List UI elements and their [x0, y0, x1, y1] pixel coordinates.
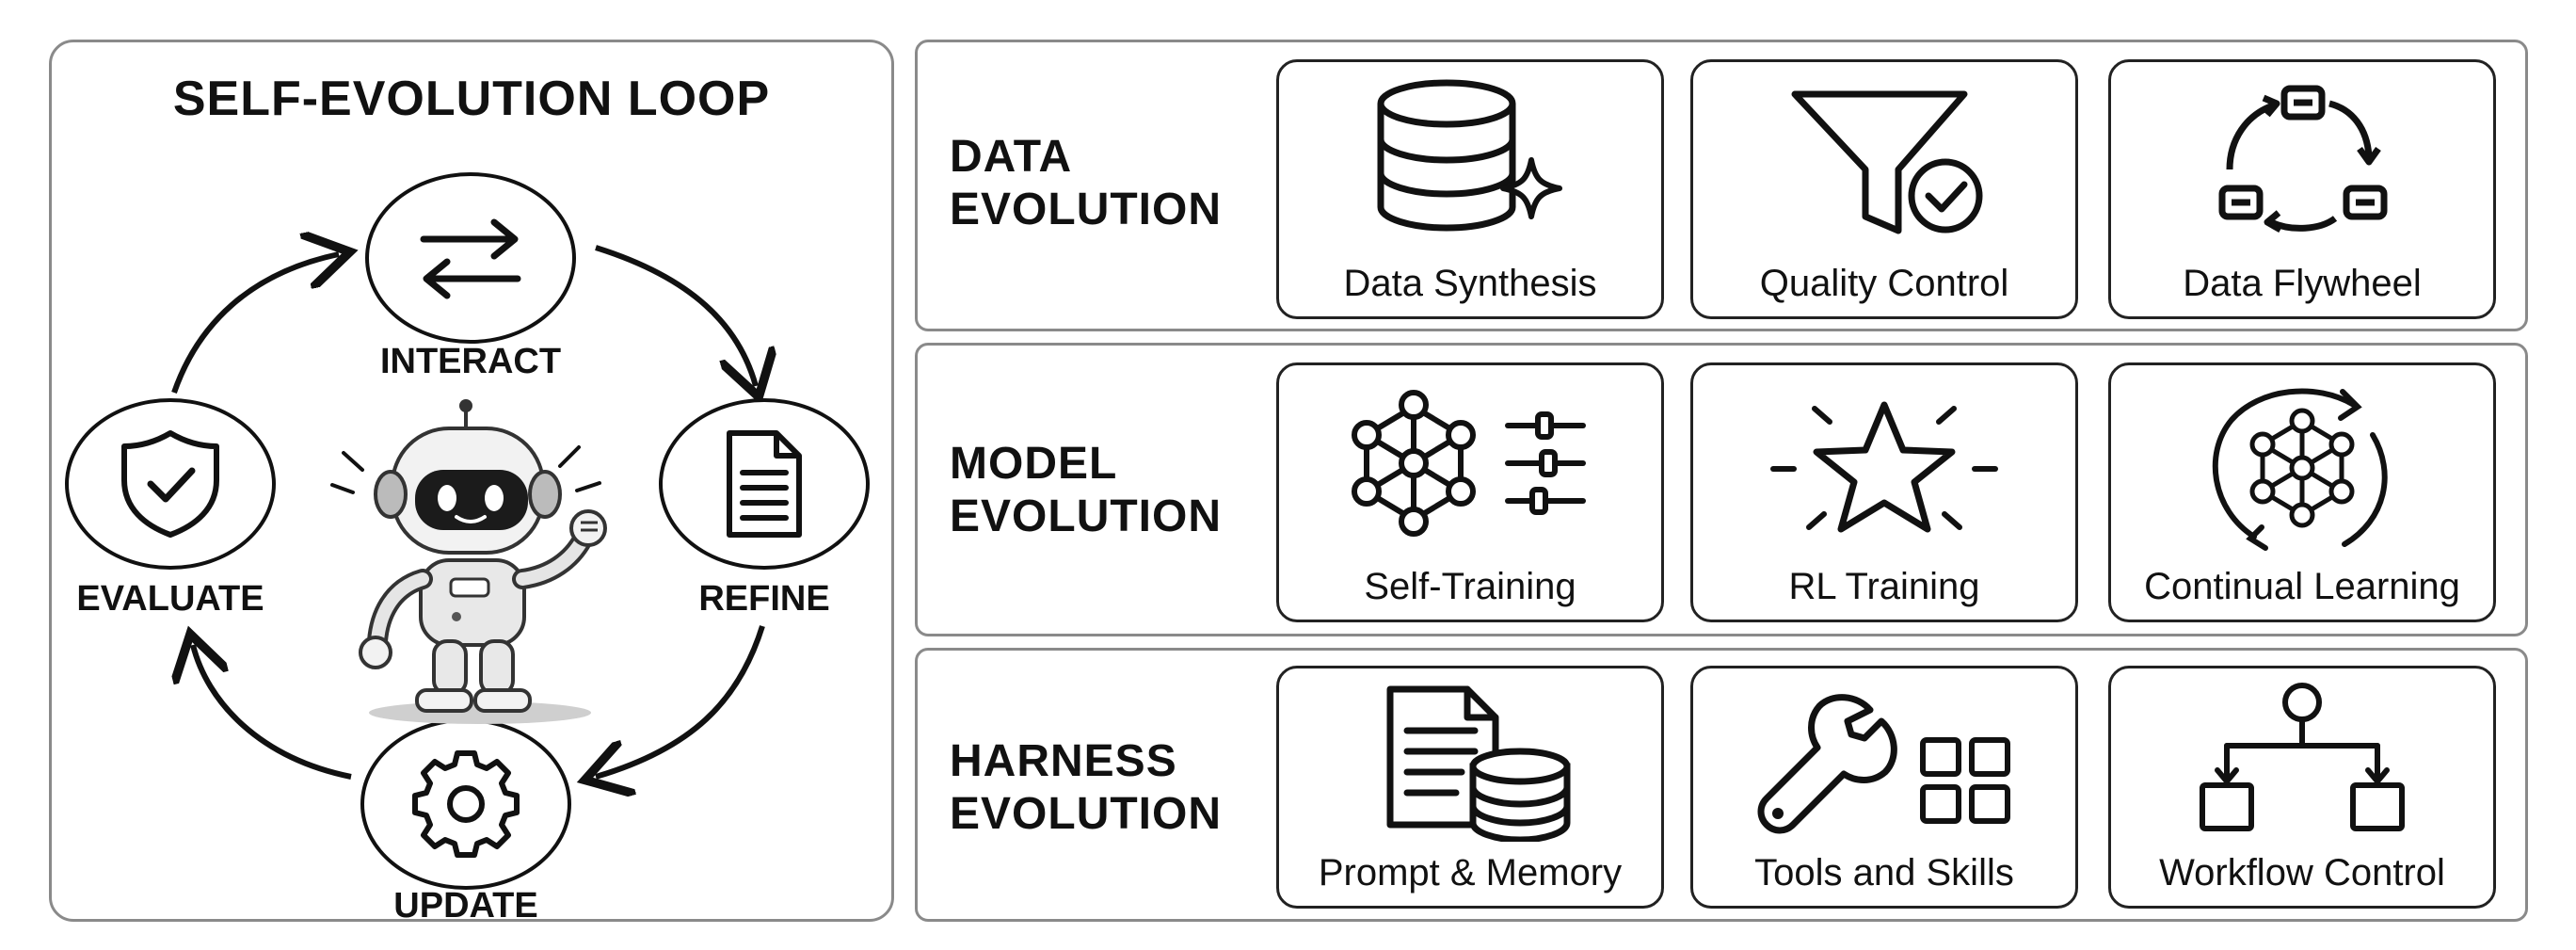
filter-check-icon [1791, 90, 1983, 234]
arrow-evaluate-to-interact [171, 254, 339, 394]
evaluate-node [65, 398, 276, 570]
card-label-data-flywheel: Data Flywheel [2183, 263, 2422, 304]
card-rl-training: RL Training [1690, 362, 2078, 622]
update-label: UPDATE [393, 886, 538, 926]
card-label-continual-learning: Continual Learning [2144, 566, 2460, 607]
robot-mascot-icon [330, 399, 607, 724]
refine-node [659, 398, 870, 570]
card-label-self-training: Self-Training [1364, 566, 1576, 607]
loop-title: SELF-EVOLUTION LOOP [172, 72, 771, 126]
update-node [360, 718, 571, 890]
interact-node [365, 172, 576, 344]
flowchart-icon [2200, 683, 2405, 831]
card-data-flywheel: Data Flywheel [2108, 59, 2496, 319]
loop-arrows [52, 42, 897, 925]
card-prompt-memory: Prompt & Memory [1276, 666, 1664, 909]
star-burst-icon [1770, 401, 1998, 533]
shield-check-icon [121, 430, 219, 538]
document-icon [727, 430, 802, 538]
evaluate-label: EVALUATE [76, 579, 264, 619]
card-label-rl-training: RL Training [1788, 566, 1980, 607]
card-self-training: Self-Training [1276, 362, 1664, 622]
gear-icon [412, 750, 520, 858]
model-evolution-row: MODEL EVOLUTION Self-Training [915, 343, 2528, 636]
self-evolution-loop-panel: SELF-EVOLUTION LOOP INTERACT [49, 40, 897, 926]
exchange-arrows-icon [420, 218, 521, 299]
card-continual-learning: Continual Learning [2108, 362, 2496, 622]
harness-evolution-title: HARNESS EVOLUTION [950, 736, 1223, 839]
card-quality-control: Quality Control [1690, 59, 2078, 319]
harness-evolution-row: HARNESS EVOLUTION Prompt & Memory [915, 648, 2528, 922]
database-sparkle-icon [1377, 79, 1562, 232]
card-label-quality-control: Quality Control [1759, 263, 2009, 304]
card-label-tools-skills: Tools and Skills [1754, 852, 2014, 894]
arrow-interact-to-refine [595, 245, 756, 386]
arrow-update-to-evaluate [193, 645, 352, 780]
card-workflow-control: Workflow Control [2108, 666, 2496, 909]
card-label-prompt-memory: Prompt & Memory [1318, 852, 1623, 894]
card-data-synthesis: Data Synthesis [1276, 59, 1664, 319]
cycle-nodes-icon [2218, 85, 2388, 233]
document-database-icon [1386, 685, 1571, 842]
data-evolution-title: DATA EVOLUTION [950, 132, 1223, 234]
refine-label: REFINE [698, 579, 830, 619]
wrench-grid-icon [1757, 694, 2010, 834]
card-label-workflow-control: Workflow Control [2159, 852, 2445, 894]
network-sliders-icon [1352, 390, 1586, 537]
card-label-data-synthesis: Data Synthesis [1343, 263, 1597, 304]
interact-label: INTERACT [379, 342, 562, 381]
network-cycle-icon [2212, 388, 2388, 551]
arrow-refine-to-update [596, 625, 765, 777]
model-evolution-title: MODEL EVOLUTION [950, 439, 1223, 541]
card-tools-skills: Tools and Skills [1690, 666, 2078, 909]
data-evolution-row: DATA EVOLUTION Data Synthesis Quality Co… [915, 40, 2528, 331]
